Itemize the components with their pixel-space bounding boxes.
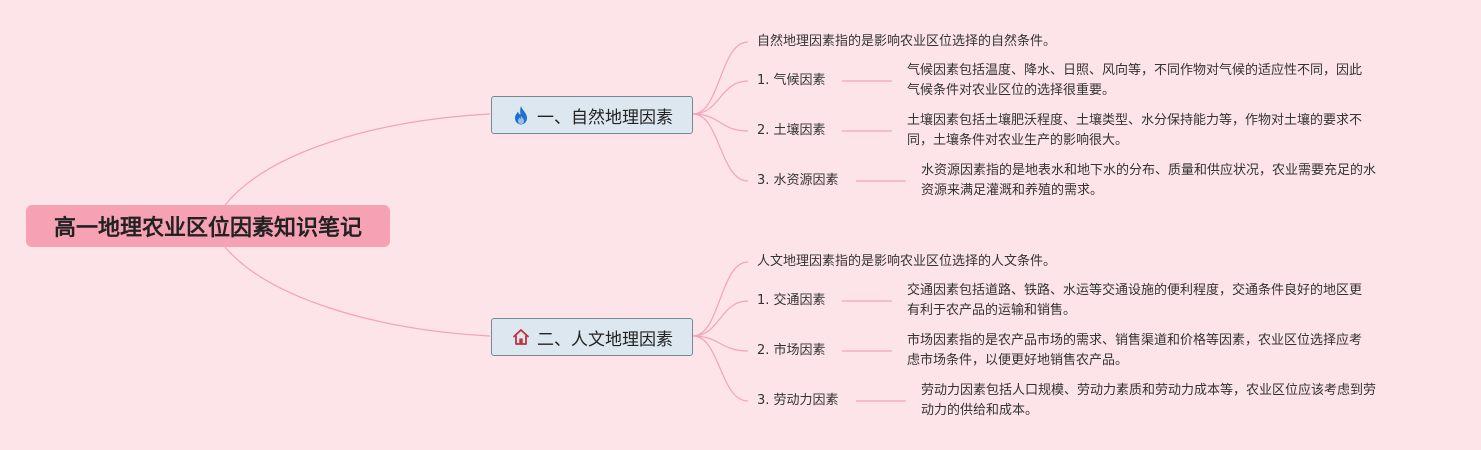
- human-to-intro-connector: [692, 261, 749, 337]
- desc-line: 动力的供给和成本。: [921, 403, 1039, 418]
- branch-human-label: 二、人文地理因素: [537, 329, 673, 350]
- desc-line: 虑市场条件，以便更好地销售农产品。: [907, 353, 1129, 368]
- root-to-human-connector: [224, 246, 491, 337]
- branch-natural-label: 一、自然地理因素: [537, 107, 673, 128]
- item-labor-description: 劳动力因素包括人口规模、劳动力素质和劳动力成本等，农业区位应该考虑到劳 动力的供…: [921, 381, 1376, 421]
- item-climate-description: 气候因素包括温度、降水、日照、风向等，不同作物对气候的适应性不同，因此 气候条件…: [907, 61, 1362, 101]
- natural-intro-text: 自然地理因素指的是影响农业区位选择的自然条件。: [757, 34, 1057, 49]
- item-market-label[interactable]: 2. 市场因素: [757, 343, 826, 358]
- natural-to-soil-connector: [692, 113, 749, 132]
- item-water-label[interactable]: 3. 水资源因素: [757, 173, 839, 188]
- desc-line: 市场因素指的是农产品市场的需求、销售渠道和价格等因素，农业区位选择应考: [907, 333, 1363, 348]
- human-to-labor-connector: [692, 335, 749, 402]
- human-intro-text: 人文地理因素指的是影响农业区位选择的人文条件。: [757, 254, 1057, 269]
- item-climate-label[interactable]: 1. 气候因素: [757, 73, 826, 88]
- item-market-description: 市场因素指的是农产品市场的需求、销售渠道和价格等因素，农业区位选择应考 虑市场条…: [907, 331, 1362, 371]
- natural-to-climate-connector: [692, 80, 749, 115]
- root-to-natural-connector: [224, 113, 491, 206]
- item-transport-label[interactable]: 1. 交通因素: [757, 293, 826, 308]
- desc-line: 有利于农产品的运输和销售。: [907, 303, 1077, 318]
- root-topic[interactable]: 高一地理农业区位因素知识笔记: [26, 205, 390, 247]
- desc-line: 气候条件对农业区位的选择很重要。: [907, 83, 1116, 98]
- human-to-transport-connector: [692, 300, 749, 337]
- fire-icon: [511, 105, 531, 125]
- desc-line: 交通因素包括道路、铁路、水运等交通设施的便利程度，交通条件良好的地区更: [907, 283, 1363, 298]
- desc-line: 气候因素包括温度、降水、日照、风向等，不同作物对气候的适应性不同，因此: [907, 63, 1363, 78]
- item-soil-label[interactable]: 2. 土壤因素: [757, 123, 826, 138]
- desc-line: 土壤因素包括土壤肥沃程度、土壤类型、水分保持能力等，作物对土壤的要求不: [907, 113, 1363, 128]
- human-to-market-connector: [692, 335, 749, 352]
- branch-human-factors[interactable]: 二、人文地理因素: [491, 318, 693, 356]
- natural-to-water-connector: [692, 113, 749, 182]
- natural-to-intro-connector: [692, 41, 749, 115]
- desc-line: 资源来满足灌溉和养殖的需求。: [921, 183, 1104, 198]
- desc-line: 水资源因素指的是地表水和地下水的分布、质量和供应状况，农业需要充足的水: [921, 163, 1377, 178]
- root-title: 高一地理农业区位因素知识笔记: [53, 216, 362, 241]
- home-icon: [511, 327, 531, 347]
- desc-line: 劳动力因素包括人口规模、劳动力素质和劳动力成本等，农业区位应该考虑到劳: [921, 383, 1377, 398]
- branch-natural-factors[interactable]: 一、自然地理因素: [491, 96, 693, 134]
- item-soil-description: 土壤因素包括土壤肥沃程度、土壤类型、水分保持能力等，作物对土壤的要求不 同，土壤…: [907, 111, 1362, 151]
- desc-line: 同，土壤条件对农业生产的影响很大。: [907, 133, 1129, 148]
- item-labor-label[interactable]: 3. 劳动力因素: [757, 393, 839, 408]
- item-transport-description: 交通因素包括道路、铁路、水运等交通设施的便利程度，交通条件良好的地区更 有利于农…: [907, 281, 1362, 321]
- item-water-description: 水资源因素指的是地表水和地下水的分布、质量和供应状况，农业需要充足的水 资源来满…: [921, 161, 1376, 201]
